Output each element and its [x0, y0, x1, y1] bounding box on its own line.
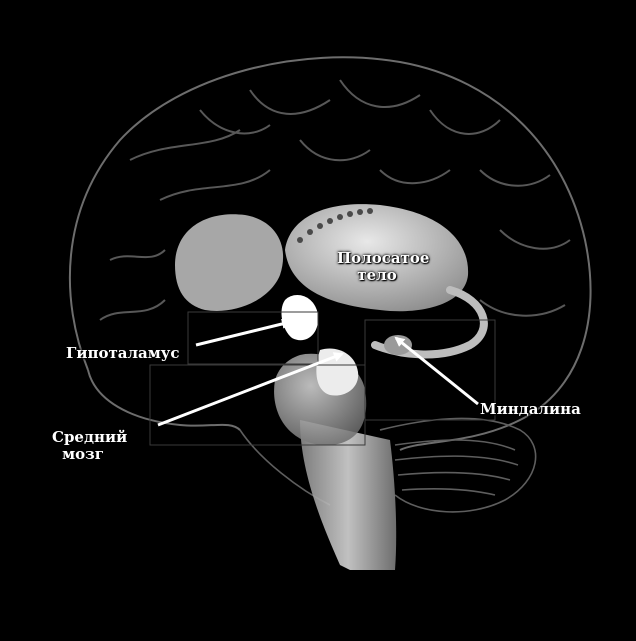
- striatum-label: Полосатое тело: [337, 250, 417, 284]
- hypothalamus: [281, 295, 318, 340]
- midbrain-label-line2: мозг: [52, 446, 114, 463]
- amygdala-label: Миндалина: [480, 401, 581, 418]
- striatum-label-line1: Полосатое: [337, 250, 417, 267]
- hypothalamus-arrow: [196, 322, 290, 345]
- midbrain-label-line1: Средний: [52, 429, 114, 446]
- hypothalamus-label: Гипоталамус: [66, 345, 180, 362]
- striatum-label-line2: тело: [337, 267, 417, 284]
- midbrain-label: Средний мозг: [52, 429, 114, 463]
- left-lobe: [175, 214, 283, 311]
